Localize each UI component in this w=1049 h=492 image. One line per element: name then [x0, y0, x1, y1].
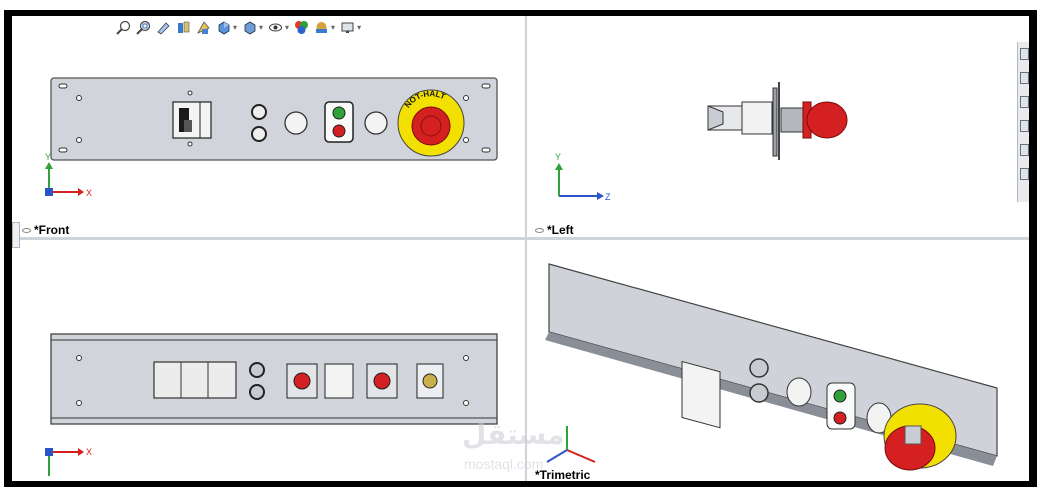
chevron-down-icon[interactable]: ▾ — [285, 22, 290, 32]
chevron-down-icon[interactable]: ▾ — [357, 22, 362, 32]
triad-z-label: Z — [605, 192, 611, 202]
display-style-icon[interactable] — [242, 20, 257, 35]
apply-scene-icon[interactable] — [314, 20, 329, 35]
trimetric-model — [545, 263, 998, 471]
viewport-divider-horizontal[interactable] — [12, 237, 1029, 240]
viewport-left[interactable]: Z Y *Left — [527, 16, 1029, 237]
chevron-down-icon[interactable]: ▾ — [233, 22, 238, 32]
chevron-down-icon[interactable]: ▾ — [331, 22, 336, 32]
section-view-icon[interactable] — [176, 20, 191, 35]
chevron-down-icon[interactable]: ▾ — [259, 22, 264, 32]
triad-y-label: Y — [555, 152, 561, 162]
eye-icon — [535, 228, 544, 234]
front-panel-model: NOT-HALT X Y — [45, 77, 498, 198]
graphics-area[interactable]: ▾ ▾ ▾ ▾ ▾ — [12, 16, 1029, 481]
viewport-divider-vertical[interactable] — [525, 16, 527, 481]
viewport-bottom[interactable]: X — [12, 240, 525, 481]
task-pane-tabs — [1017, 42, 1029, 202]
zoom-to-fit-icon[interactable] — [116, 20, 131, 35]
left-side-model: Z Y — [555, 82, 848, 202]
previous-view-icon[interactable] — [156, 20, 171, 35]
viewport-trimetric[interactable]: *Trimetric — [527, 240, 1029, 481]
graphics-frame: ▾ ▾ ▾ ▾ ▾ — [4, 10, 1037, 487]
custom-properties-icon[interactable] — [1020, 168, 1029, 180]
bottom-view-model: X — [45, 333, 498, 476]
feature-manager-flyout-tab[interactable] — [12, 222, 20, 248]
file-explorer-icon[interactable] — [1020, 96, 1029, 108]
watermark-logo: مستقل — [462, 418, 565, 451]
triad-x-label: X — [86, 188, 92, 198]
viewport-label-front: *Front — [22, 223, 69, 237]
resources-icon[interactable] — [1020, 48, 1029, 60]
eye-icon — [22, 228, 31, 234]
watermark-domain: mostaql.com — [464, 456, 544, 472]
hide-show-icon[interactable] — [268, 20, 283, 35]
zoom-to-area-icon[interactable] — [136, 20, 151, 35]
viewport-label-left: *Left — [535, 223, 574, 237]
heads-up-view-toolbar: ▾ ▾ ▾ ▾ ▾ — [116, 18, 361, 36]
view-orientation-icon[interactable] — [216, 20, 231, 35]
triad-y-label: Y — [45, 152, 51, 162]
appearances-icon[interactable] — [1020, 144, 1029, 156]
viewport-label-trimetric: *Trimetric — [535, 468, 591, 481]
view-palette-icon[interactable] — [1020, 120, 1029, 132]
dynamic-annotation-icon[interactable] — [196, 20, 211, 35]
design-library-icon[interactable] — [1020, 72, 1029, 84]
viewport-front[interactable]: NOT-HALT X Y *Front — [12, 16, 525, 237]
edit-appearance-icon[interactable] — [294, 20, 309, 35]
view-settings-icon[interactable] — [340, 20, 355, 35]
triad-x-label: X — [86, 447, 92, 457]
